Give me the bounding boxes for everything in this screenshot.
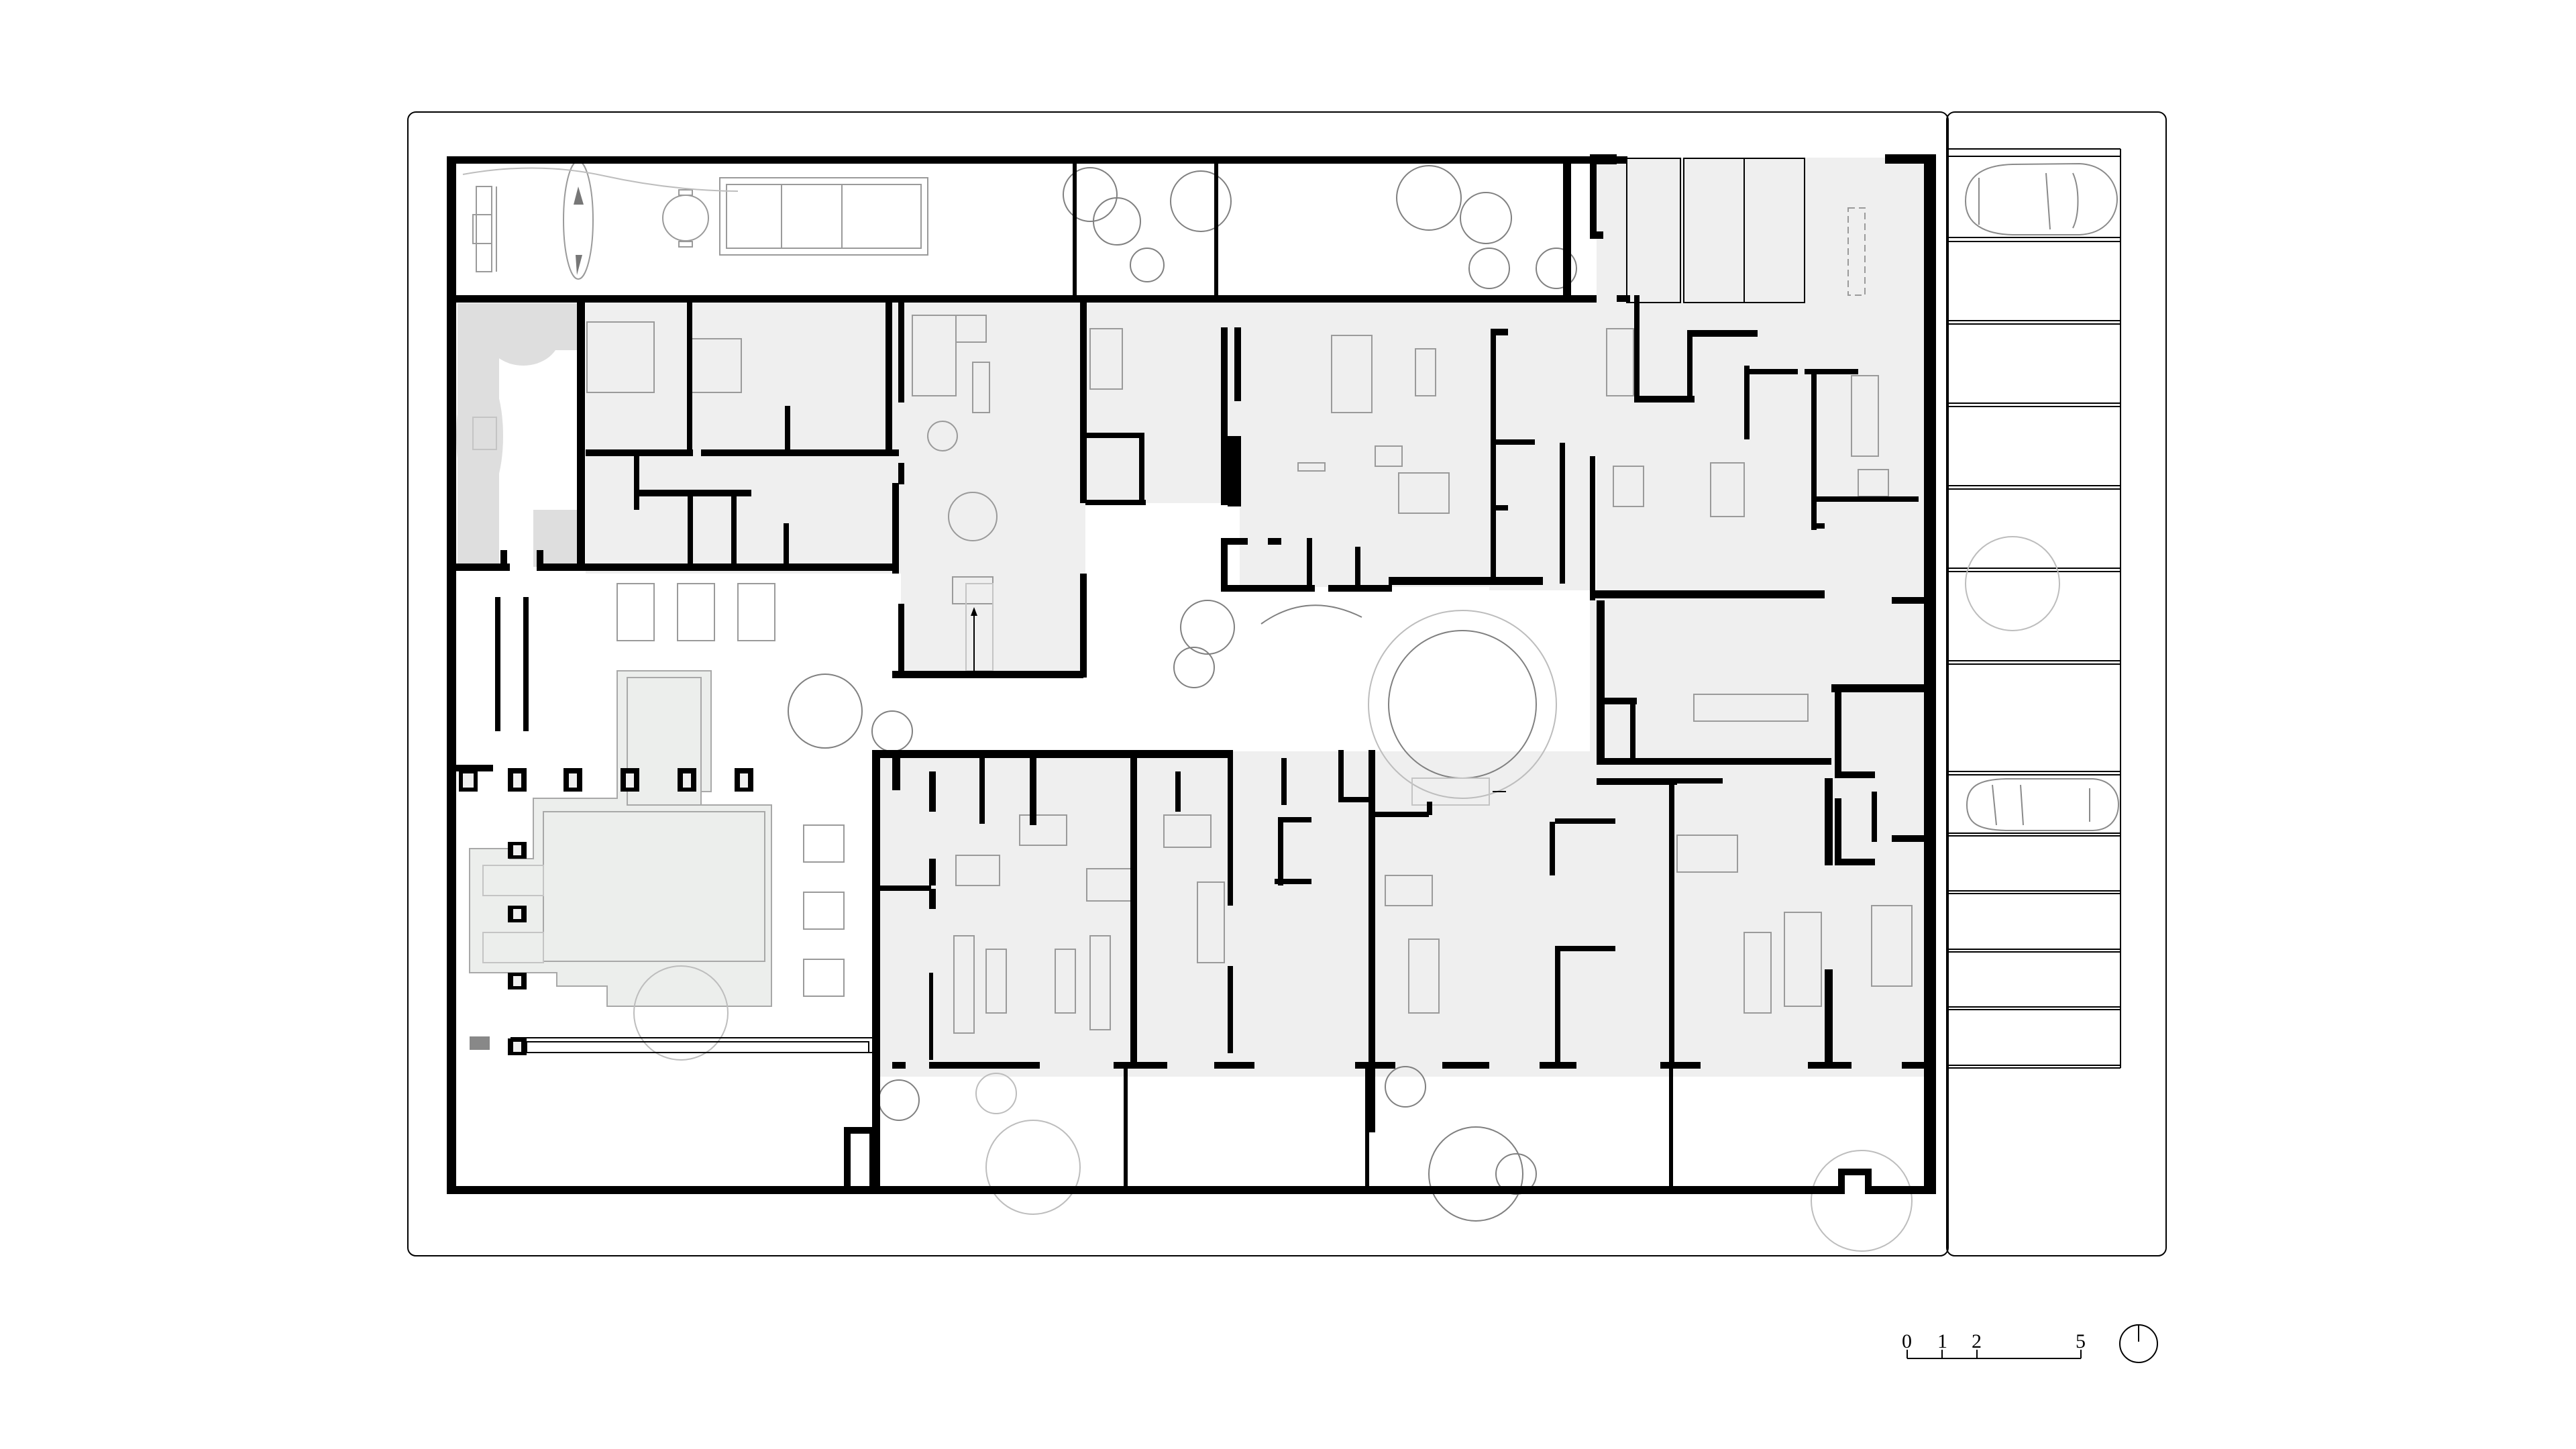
walls bbox=[447, 154, 1936, 1194]
tree-icons bbox=[633, 165, 2060, 1252]
car-icon bbox=[1966, 778, 2120, 831]
car-icon bbox=[1964, 162, 2118, 235]
top-terrace-furniture bbox=[462, 160, 928, 280]
parking-strip bbox=[1947, 148, 2121, 1069]
scale-label-2: 2 bbox=[1972, 1330, 1982, 1352]
scale-label-1: 1 bbox=[1937, 1330, 1947, 1352]
scale-label-5: 5 bbox=[2076, 1330, 2086, 1352]
furniture bbox=[586, 158, 1913, 1034]
loungers bbox=[616, 583, 845, 997]
north-arrow-icon bbox=[2119, 1324, 2158, 1363]
vegetation-left-garden bbox=[456, 303, 580, 568]
pergola-columns bbox=[459, 768, 753, 1055]
swimming-pool bbox=[469, 670, 772, 1007]
scale-label-0: 0 bbox=[1902, 1330, 1912, 1352]
scale-bar bbox=[1907, 1350, 2082, 1359]
lounge-lane bbox=[470, 1036, 874, 1053]
interior-floors bbox=[456, 158, 1932, 1077]
